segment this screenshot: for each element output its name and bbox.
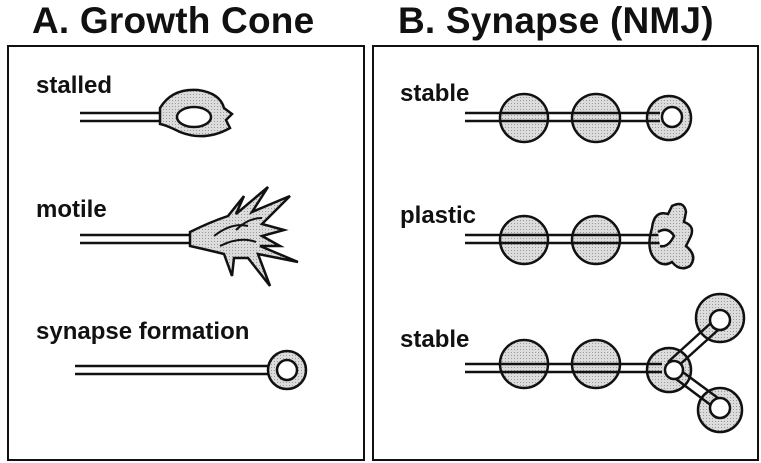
stable-synapse-branched bbox=[465, 294, 744, 432]
synapse-formation-terminal bbox=[75, 351, 306, 389]
stalled-growth-cone bbox=[80, 90, 232, 136]
plastic-synapse bbox=[465, 204, 693, 268]
motile-growth-cone bbox=[80, 187, 298, 286]
stable-synapse-top bbox=[465, 94, 691, 142]
